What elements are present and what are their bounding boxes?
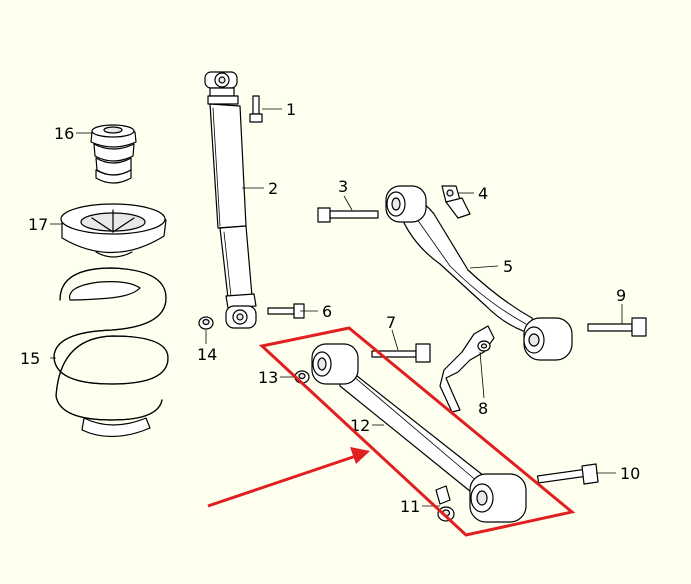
part-bolt-6 — [267, 303, 305, 319]
callout-16: 16 — [54, 124, 74, 143]
callout-6: 6 — [322, 302, 332, 321]
part-bolt-7 — [371, 343, 431, 363]
callout-4: 4 — [478, 184, 488, 203]
part-bolt-9 — [587, 317, 647, 337]
part-lower-control-arm — [311, 343, 527, 523]
callout-labels: 1 2 3 4 5 6 7 8 9 10 11 12 13 14 15 16 1… — [20, 100, 640, 516]
part-nut-14 — [198, 316, 214, 330]
part-spring-isolator — [60, 203, 167, 258]
callout-1: 1 — [286, 100, 296, 119]
callout-9: 9 — [616, 286, 626, 305]
highlight-arrow-head — [350, 447, 370, 464]
part-shock-absorber — [204, 71, 257, 329]
callout-13: 13 — [258, 368, 278, 387]
callout-15: 15 — [20, 349, 40, 368]
highlight-arrow — [207, 454, 357, 508]
callout-7: 7 — [386, 313, 396, 332]
part-jounce-bumper — [90, 124, 137, 184]
part-upper-control-arm — [385, 185, 573, 361]
part-bolt-1 — [249, 95, 263, 123]
callout-8: 8 — [478, 399, 488, 418]
callout-17: 17 — [28, 215, 48, 234]
callout-14: 14 — [197, 345, 217, 364]
highlight-box — [258, 326, 576, 537]
callout-11: 11 — [400, 497, 420, 516]
callout-5: 5 — [503, 257, 513, 276]
callout-10: 10 — [620, 464, 640, 483]
callout-2: 2 — [268, 179, 278, 198]
part-bolt-10 — [536, 463, 599, 485]
part-nut-11 — [435, 485, 455, 522]
part-bracket-8 — [439, 325, 495, 413]
part-bolt-3 — [317, 207, 379, 223]
leader-lines — [50, 108, 623, 507]
highlight-annotation — [207, 326, 576, 537]
part-coil-spring — [53, 267, 169, 438]
callout-3: 3 — [338, 177, 348, 196]
part-nut-4 — [441, 185, 471, 219]
